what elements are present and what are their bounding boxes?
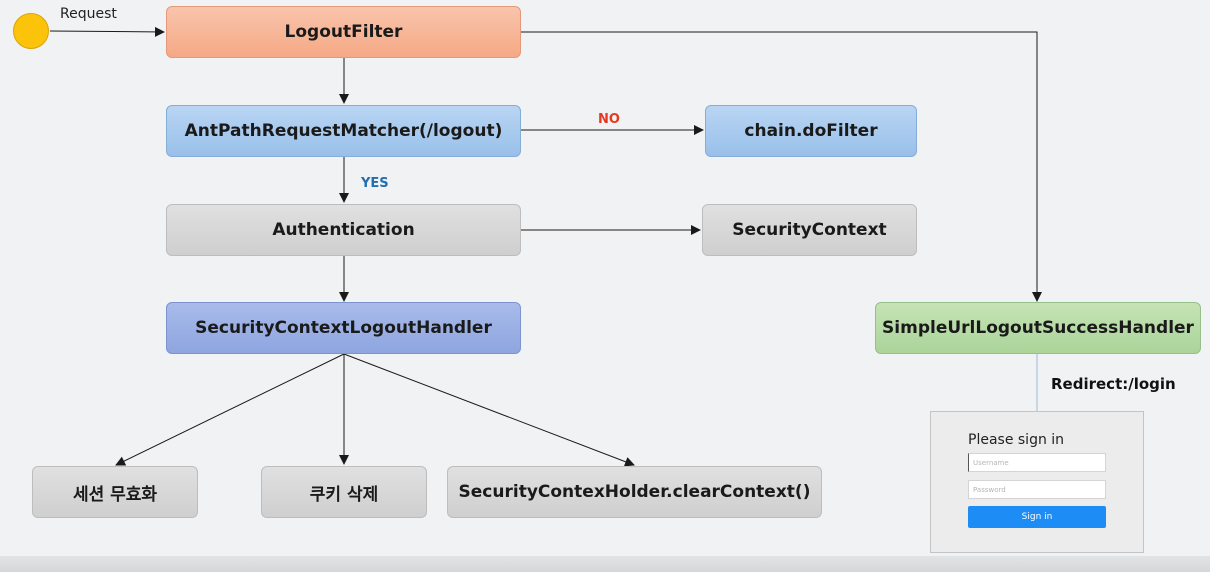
clearcontext-node: SecurityContexHolder.clearContext(): [447, 466, 822, 518]
arrow-handler-to-session: [115, 353, 345, 466]
session-invalidate-node: 세션 무효화: [32, 466, 198, 518]
redirect-label: Redirect:/login: [1051, 375, 1176, 393]
arrow-logoutfilter-to-successhandler: [521, 31, 1042, 302]
arrow-request-to-logoutfilter: [49, 26, 165, 37]
password-input[interactable]: [968, 480, 1106, 499]
antpathrequestmatcher-node: AntPathRequestMatcher(/logout): [166, 105, 521, 157]
bottom-bar: [0, 556, 1210, 572]
authentication-node: Authentication: [166, 204, 521, 256]
sign-in-button[interactable]: Sign in: [968, 506, 1106, 528]
securitycontext-node: SecurityContext: [702, 204, 917, 256]
login-form-preview: Please sign in Sign in: [930, 411, 1144, 553]
start-node: [13, 13, 49, 49]
request-label: Request: [60, 6, 117, 22]
login-title: Please sign in: [968, 432, 1065, 448]
arrow-handler-to-clearcontext: [343, 353, 635, 467]
cookie-delete-node: 쿠키 삭제: [261, 466, 427, 518]
logoutfilter-node: LogoutFilter: [166, 6, 521, 58]
edge-label-yes: YES: [360, 176, 389, 191]
username-input[interactable]: [968, 453, 1106, 472]
chain-dofilter-node: chain.doFilter: [705, 105, 917, 157]
edge-label-no: NO: [598, 112, 620, 127]
securitycontextlogouthandler-node: SecurityContextLogoutHandler: [166, 302, 521, 354]
simpleurllogoutsuccesshandler-node: SimpleUrlLogoutSuccessHandler: [875, 302, 1201, 354]
